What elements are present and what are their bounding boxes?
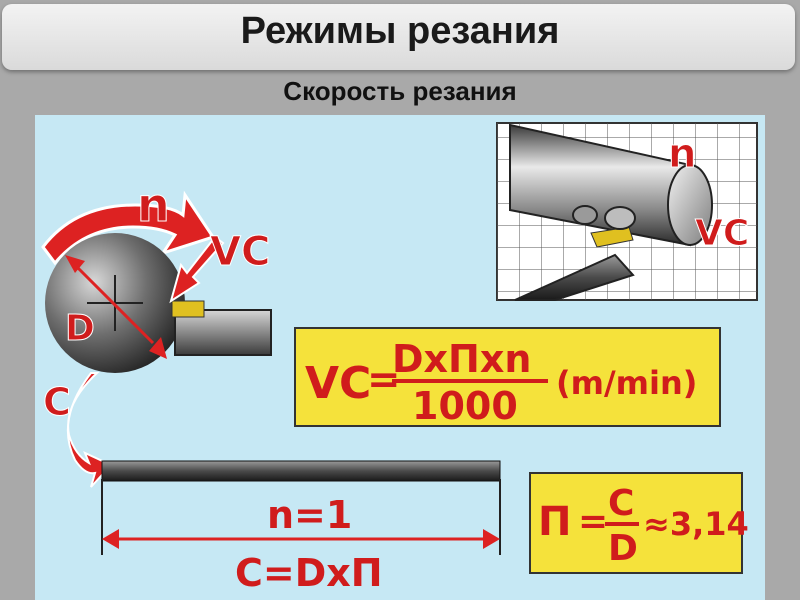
- length-dimension: [101, 479, 501, 555]
- unrolled-strip: [101, 460, 501, 482]
- vc-arrow: [169, 235, 225, 304]
- cylinder-speed-label: VC: [695, 213, 749, 254]
- pi-symbol: Π: [538, 499, 571, 545]
- page-title: Режимы резания: [240, 10, 560, 52]
- cutting-speed-label: VC: [210, 229, 270, 275]
- pi-numerator: C: [608, 483, 634, 524]
- page-subtitle: Скорость резания: [283, 76, 517, 106]
- cutting-speed-diagram: n VC D C n VC VC = DxΠxn 1000 (m/min) n=…: [35, 115, 765, 600]
- main-formula-box: [294, 327, 721, 427]
- formula-vc: VC: [305, 358, 371, 409]
- cylinder-illustration: [496, 122, 758, 301]
- pi-approx: ≈3,14: [643, 505, 749, 543]
- formula-unit: (m/min): [556, 364, 697, 402]
- circumference-label: C: [43, 380, 71, 424]
- cylinder-rotation-label: n: [668, 131, 696, 177]
- formula-denominator: 1000: [412, 384, 518, 428]
- rotation-arrow: [41, 190, 216, 266]
- unroll-circumference: C=DxΠ: [235, 551, 383, 595]
- pi-equals: =: [578, 501, 608, 542]
- title-bar: [2, 4, 795, 70]
- lathe-tool: [171, 300, 272, 356]
- unroll-revolution: n=1: [267, 493, 352, 537]
- pi-denominator: D: [608, 528, 638, 569]
- diameter-label: D: [65, 308, 95, 349]
- diameter-arrow: [65, 255, 167, 359]
- formula-numerator: DxΠxn: [392, 337, 531, 381]
- rotation-label: n: [137, 178, 170, 232]
